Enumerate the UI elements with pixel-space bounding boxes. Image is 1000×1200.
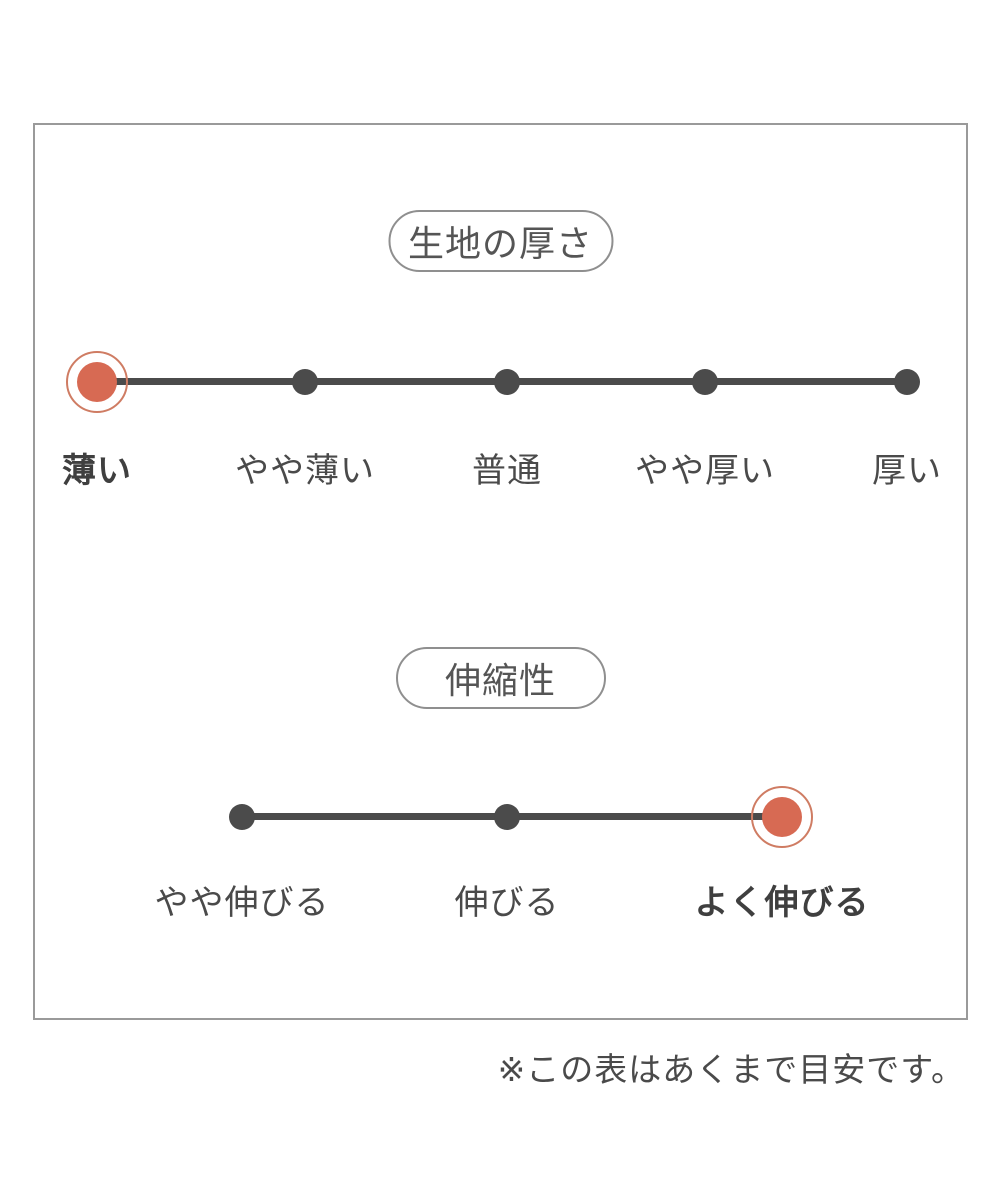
thickness-label-normal: 普通 (472, 452, 542, 490)
spec-chart-box: 生地の厚さ 薄い やや薄い 普通 やや厚い 厚い 伸縮性 やや伸びる 伸びる (33, 123, 968, 1020)
stretch-label-very-stretchy: よく伸びる (694, 884, 870, 922)
thickness-dot-somewhat-thin (292, 369, 318, 395)
stretch-section-title: 伸縮性 (444, 660, 556, 701)
thickness-label-thick: 厚い (872, 452, 942, 490)
thickness-label-somewhat-thin: やや薄い (235, 452, 375, 490)
stretch-label-somewhat-stretchy: やや伸びる (154, 884, 330, 922)
stretch-label-stretchy: 伸びる (454, 884, 560, 922)
stretch-section-title-pill: 伸縮性 (395, 647, 606, 709)
stretch-dot-somewhat-stretchy (229, 804, 255, 830)
thickness-section-title-pill: 生地の厚さ (387, 210, 614, 272)
thickness-dot-thick (894, 369, 920, 395)
thickness-section-title: 生地の厚さ (407, 223, 594, 264)
disclaimer-note: ※この表はあくまで目安です。 (497, 1051, 965, 1088)
thickness-dot-somewhat-thick (692, 369, 718, 395)
stretch-dot-very-stretchy-active (762, 797, 802, 837)
thickness-label-somewhat-thick: やや厚い (635, 452, 775, 490)
stretch-dot-stretchy (494, 804, 520, 830)
thickness-dot-thin-active (77, 362, 117, 402)
thickness-dot-normal (494, 369, 520, 395)
thickness-label-thin: 薄い (62, 452, 132, 490)
